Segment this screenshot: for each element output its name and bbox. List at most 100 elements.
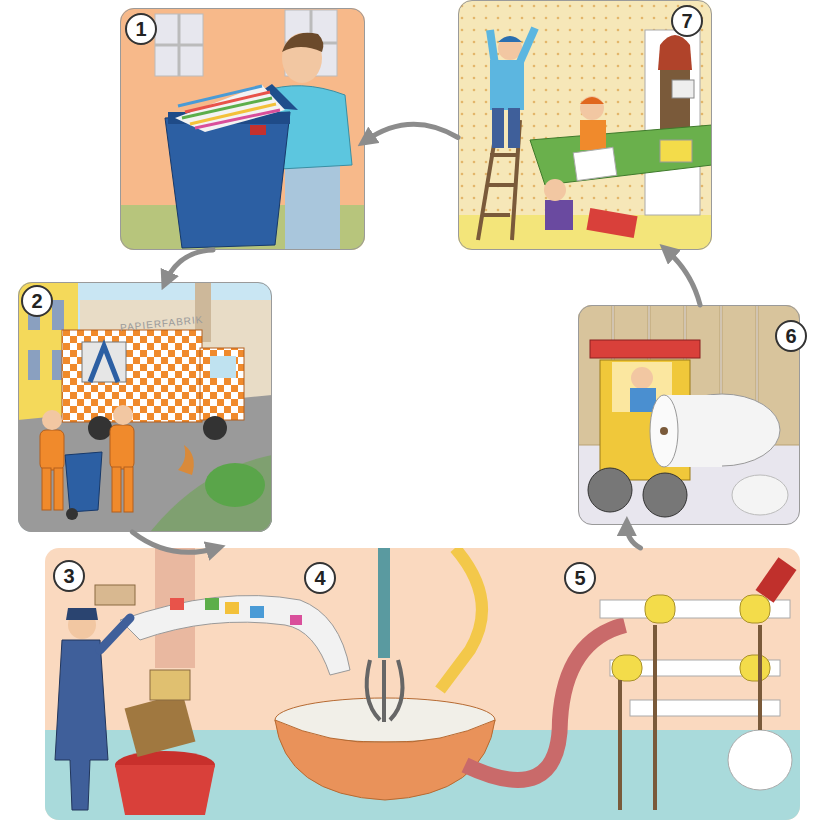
scene-home-part-part bbox=[482, 213, 510, 217]
cycle-arrow bbox=[365, 124, 458, 141]
scene-truck-part bbox=[203, 416, 227, 440]
scene-home-part bbox=[580, 120, 606, 150]
scene-truck-part bbox=[66, 508, 78, 520]
scene-factory-part bbox=[756, 557, 797, 602]
scene-home-part bbox=[580, 97, 604, 104]
scene-factory-part-part bbox=[758, 625, 762, 730]
picture-panel: 7 bbox=[458, 0, 712, 250]
scene-bin-part bbox=[178, 86, 262, 106]
scene-bin-part bbox=[250, 125, 266, 135]
scene-truck-part-part bbox=[124, 467, 133, 512]
scene-factory-part bbox=[612, 595, 770, 681]
scene-bin-part bbox=[195, 110, 280, 128]
scene-truck-part bbox=[200, 348, 244, 420]
scene-factory-part bbox=[378, 548, 390, 658]
scene-factory-part bbox=[225, 602, 239, 614]
scene-truck bbox=[18, 282, 272, 532]
picture-panel: 1 bbox=[120, 8, 365, 250]
scene-factory-part bbox=[290, 615, 302, 625]
callout-number: 4 bbox=[304, 562, 336, 594]
callout-number: 1 bbox=[125, 13, 157, 45]
picture-panel: 6 bbox=[578, 305, 800, 525]
scene-factory-part bbox=[275, 720, 495, 800]
scene-factory-part bbox=[170, 598, 184, 610]
scene-rolls-part bbox=[578, 305, 800, 525]
scene-factory-part bbox=[115, 765, 215, 815]
scene-truck-part-part bbox=[112, 467, 121, 512]
scene-truck-part-part bbox=[42, 468, 51, 510]
cycle-arrow bbox=[627, 525, 641, 548]
scene-truck-part bbox=[150, 455, 272, 532]
scene-rolls-part bbox=[588, 468, 632, 512]
scene-home bbox=[458, 0, 712, 250]
scene-home-part bbox=[498, 36, 522, 42]
callout-number: 2 bbox=[21, 285, 53, 317]
scene-bin-part bbox=[155, 14, 203, 76]
scene-truck-part bbox=[65, 452, 102, 512]
scene-truck-part bbox=[62, 330, 202, 422]
scene-rolls-part bbox=[590, 340, 700, 358]
scene-home-part-part bbox=[486, 183, 514, 187]
scene-truck-part bbox=[18, 282, 272, 532]
scene-truck-part bbox=[90, 346, 118, 382]
scene-bin-part bbox=[120, 8, 365, 250]
scene-bin-part bbox=[165, 112, 290, 248]
scene-home-part bbox=[660, 140, 692, 162]
scene-rolls-part bbox=[650, 395, 678, 467]
scene-factory-part bbox=[620, 625, 760, 810]
scene-factory-part bbox=[125, 693, 196, 757]
scene-home-part-part bbox=[490, 153, 516, 157]
scene-factory-part-part bbox=[653, 625, 657, 810]
scene-truck-part-part bbox=[54, 468, 63, 510]
scene-factory-part bbox=[120, 596, 350, 676]
scene-factory-part bbox=[66, 608, 98, 620]
scene-home-part bbox=[490, 30, 495, 65]
scene-factory-part bbox=[205, 598, 219, 610]
process-step: 4 bbox=[260, 548, 510, 820]
scene-factory-part-part bbox=[740, 595, 770, 623]
callout-number: 7 bbox=[671, 5, 703, 37]
scene-truck-part-part bbox=[40, 430, 64, 470]
scene-bin-part bbox=[155, 44, 203, 47]
callout-number: 5 bbox=[564, 562, 596, 594]
scene-rolls-part bbox=[643, 473, 687, 517]
scene-factory-part bbox=[150, 670, 190, 700]
process-step: 3 bbox=[45, 548, 260, 820]
scene-truck-part bbox=[88, 416, 112, 440]
scene-rolls bbox=[578, 305, 800, 525]
scene-factory-part-part bbox=[618, 680, 622, 810]
scene-home-part bbox=[580, 96, 604, 120]
scene-bin-part bbox=[282, 33, 323, 52]
scene-rolls-part bbox=[732, 475, 788, 515]
scene-home-part bbox=[520, 28, 535, 62]
scene-home-part bbox=[672, 80, 694, 98]
cycle-arrow bbox=[165, 250, 213, 282]
scene-home-part bbox=[645, 30, 700, 215]
scene-truck-part bbox=[113, 405, 133, 425]
scene-rolls-part bbox=[631, 367, 653, 389]
scene-truck-part bbox=[178, 445, 194, 475]
scene-home-part bbox=[530, 125, 712, 185]
scene-truck-part bbox=[82, 342, 126, 382]
scene-factory-part bbox=[630, 700, 780, 716]
scene-home-part bbox=[586, 208, 637, 238]
scene-factory-part bbox=[728, 730, 792, 790]
scene-factory-part bbox=[45, 548, 800, 820]
scene-factory bbox=[45, 548, 800, 820]
scene-home-part bbox=[458, 215, 712, 250]
scene-home-part bbox=[544, 179, 566, 201]
scene-truck-part bbox=[40, 425, 134, 512]
scene-factory-part-part bbox=[612, 655, 642, 681]
scene-home-part bbox=[658, 35, 692, 70]
scene-truck-part-part bbox=[110, 425, 134, 469]
scene-truck-part bbox=[42, 410, 62, 430]
scene-truck-part bbox=[28, 350, 40, 380]
scene-factory-part bbox=[100, 618, 130, 650]
callout-number: 3 bbox=[53, 560, 85, 592]
scene-factory-part bbox=[250, 606, 264, 618]
process-step: 5 bbox=[510, 548, 800, 820]
scene-factory-part bbox=[465, 625, 625, 780]
